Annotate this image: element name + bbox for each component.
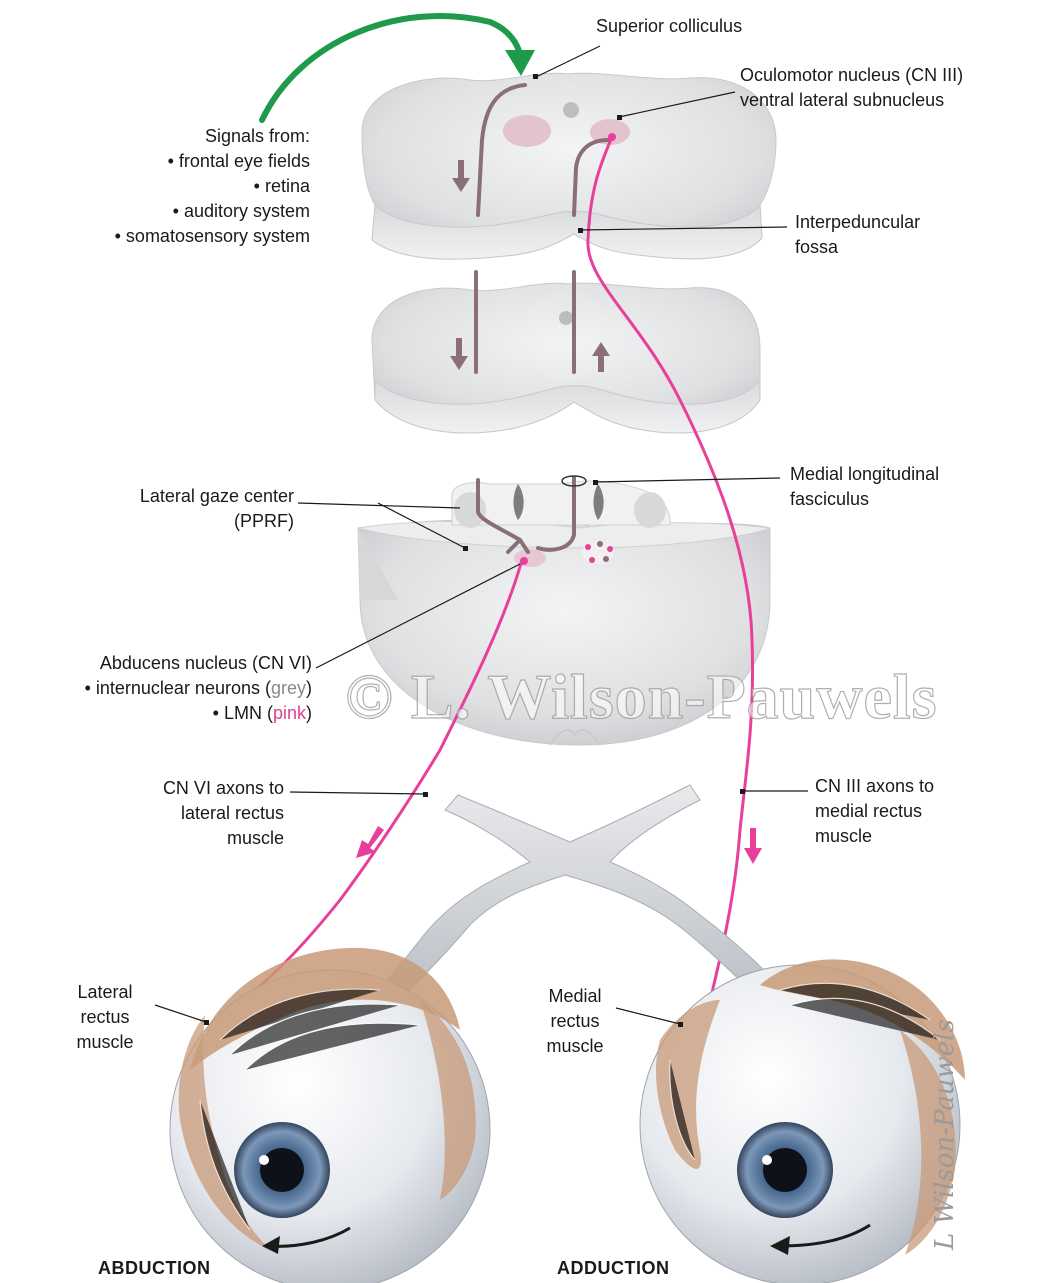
label-cn6-axons: CN VI axons to lateral rectus muscle	[100, 776, 284, 851]
label-oculomotor-nucleus: Oculomotor nucleus (CN III) ventral late…	[740, 63, 963, 113]
label-medial-rectus: Medial rectus muscle	[530, 984, 620, 1059]
label-abduction: ABDUCTION	[98, 1258, 211, 1279]
label-abducens-nucleus: Abducens nucleus (CN VI) • internuclear …	[10, 651, 312, 726]
abducens-neuron-dot	[520, 557, 528, 565]
artist-signature: L Wilson-Pauwels	[930, 1019, 960, 1250]
label-superior-colliculus: Superior colliculus	[596, 14, 742, 39]
midbrain-upper-section	[362, 73, 776, 259]
label-lateral-rectus: Lateral rectus muscle	[60, 980, 150, 1055]
label-cn3-axons: CN III axons to medial rectus muscle	[815, 774, 934, 849]
label-lateral-gaze-center: Lateral gaze center (PPRF)	[80, 484, 294, 534]
label-interpeduncular-fossa: Interpeduncular fossa	[795, 210, 920, 260]
right-eye	[640, 959, 965, 1283]
label-adduction: ADDUCTION	[557, 1258, 670, 1279]
oculomotor-neuron-dot	[608, 133, 616, 141]
midbrain-lower-section	[372, 283, 760, 433]
label-signals-from: Signals from: • frontal eye fields • ret…	[60, 124, 310, 249]
copyright-watermark: © L. Wilson-Pauwels	[345, 660, 938, 734]
left-eye	[170, 948, 490, 1283]
label-medial-longitudinal-fasciculus: Medial longitudinal fasciculus	[790, 462, 939, 512]
